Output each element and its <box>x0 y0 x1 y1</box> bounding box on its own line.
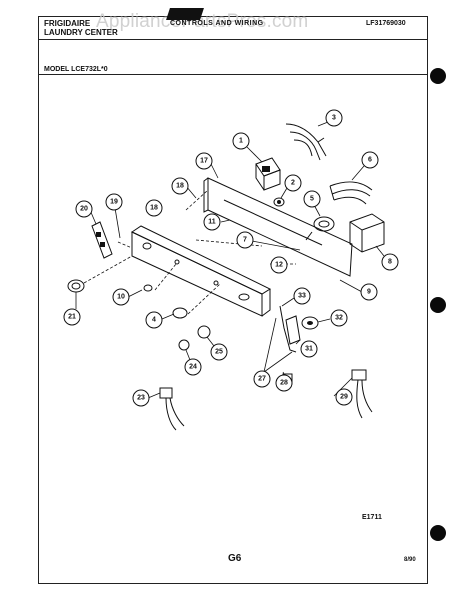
wire-harness-right <box>329 181 373 205</box>
model-divider <box>38 74 428 75</box>
header-divider <box>38 39 428 40</box>
callout-11: 11 <box>203 213 221 231</box>
svg-text:25: 25 <box>215 349 223 356</box>
binder-hole <box>430 68 446 84</box>
svg-text:28: 28 <box>280 380 288 387</box>
callout-12: 12 <box>270 256 288 274</box>
svg-text:5: 5 <box>310 196 314 203</box>
svg-text:6: 6 <box>368 157 372 164</box>
callout-4: 4 <box>145 311 163 329</box>
push-button <box>178 339 190 351</box>
push-switch <box>273 197 285 207</box>
document-number: LF31769030 <box>366 20 406 27</box>
product-line: LAUNDRY CENTER <box>44 28 118 37</box>
svg-text:10: 10 <box>117 294 125 301</box>
callout-24: 24 <box>184 358 202 376</box>
callout-19: 19 <box>105 193 123 211</box>
callout-6: 6 <box>361 151 379 169</box>
callout-8: 8 <box>381 253 399 271</box>
page-number: G6 <box>228 553 242 564</box>
knob-skirt <box>197 325 211 339</box>
svg-text:20: 20 <box>80 206 88 213</box>
binder-hole <box>430 525 446 541</box>
callout-29: 29 <box>335 388 353 406</box>
svg-text:19: 19 <box>110 199 118 206</box>
callout-18b: 18 <box>145 199 163 217</box>
svg-text:24: 24 <box>189 364 197 371</box>
callout-10: 10 <box>112 288 130 306</box>
svg-text:12: 12 <box>275 262 283 269</box>
callouts: 1 2 3 4 5 6 7 8 9 10 11 12 17 18 18 19 2… <box>63 109 399 407</box>
callout-28: 28 <box>275 374 293 392</box>
callout-3: 3 <box>325 109 343 127</box>
terminal-block <box>349 213 385 253</box>
figure-code: E1711 <box>362 514 382 521</box>
callout-32: 32 <box>330 309 348 327</box>
svg-text:4: 4 <box>152 317 156 324</box>
svg-text:32: 32 <box>335 315 343 322</box>
wire-harness-lower-right <box>351 369 373 419</box>
callout-5: 5 <box>303 190 321 208</box>
watermark: AppliancePartsPros.com <box>96 11 309 32</box>
wire-harness-upper <box>285 123 327 161</box>
callout-31: 31 <box>300 340 318 358</box>
brand-name: FRIGIDAIRE <box>44 19 91 28</box>
control-knob <box>172 307 188 319</box>
rear-panel <box>203 177 353 277</box>
drawing-sheet <box>38 16 428 584</box>
wire-harness-lower-left <box>159 387 185 431</box>
callout-17: 17 <box>195 152 213 170</box>
callout-18: 18 <box>171 177 189 195</box>
svg-text:27: 27 <box>258 376 266 383</box>
svg-text:18: 18 <box>176 183 184 190</box>
svg-text:11: 11 <box>208 219 216 226</box>
svg-text:33: 33 <box>298 293 306 300</box>
svg-text:3: 3 <box>332 115 336 122</box>
svg-text:17: 17 <box>200 158 208 165</box>
callout-2: 2 <box>284 174 302 192</box>
control-knob-left <box>67 279 85 293</box>
callout-9: 9 <box>360 283 378 301</box>
section-title: CONTROLS AND WIRING <box>170 20 264 27</box>
callout-27: 27 <box>253 370 271 388</box>
svg-text:9: 9 <box>367 289 371 296</box>
binder-hole <box>430 297 446 313</box>
svg-text:18: 18 <box>150 205 158 212</box>
revision-date: 8/90 <box>404 557 416 563</box>
svg-text:2: 2 <box>291 180 295 187</box>
callout-33: 33 <box>293 287 311 305</box>
svg-text:31: 31 <box>305 346 313 353</box>
callout-21: 21 <box>63 308 81 326</box>
svg-text:21: 21 <box>68 314 76 321</box>
light-lens <box>143 284 153 292</box>
callout-23: 23 <box>132 389 150 407</box>
timer <box>255 157 281 191</box>
callout-7: 7 <box>236 231 254 249</box>
rotary-switch <box>305 216 335 241</box>
svg-text:7: 7 <box>243 237 247 244</box>
callout-1: 1 <box>232 132 250 150</box>
svg-text:8: 8 <box>388 259 392 266</box>
svg-text:29: 29 <box>340 394 348 401</box>
callout-20: 20 <box>75 200 93 218</box>
svg-text:23: 23 <box>137 395 145 402</box>
svg-text:1: 1 <box>239 138 243 145</box>
knob-bracket <box>91 221 113 259</box>
callout-25: 25 <box>210 343 228 361</box>
model-number: MODEL LCE732L*0 <box>44 66 108 73</box>
